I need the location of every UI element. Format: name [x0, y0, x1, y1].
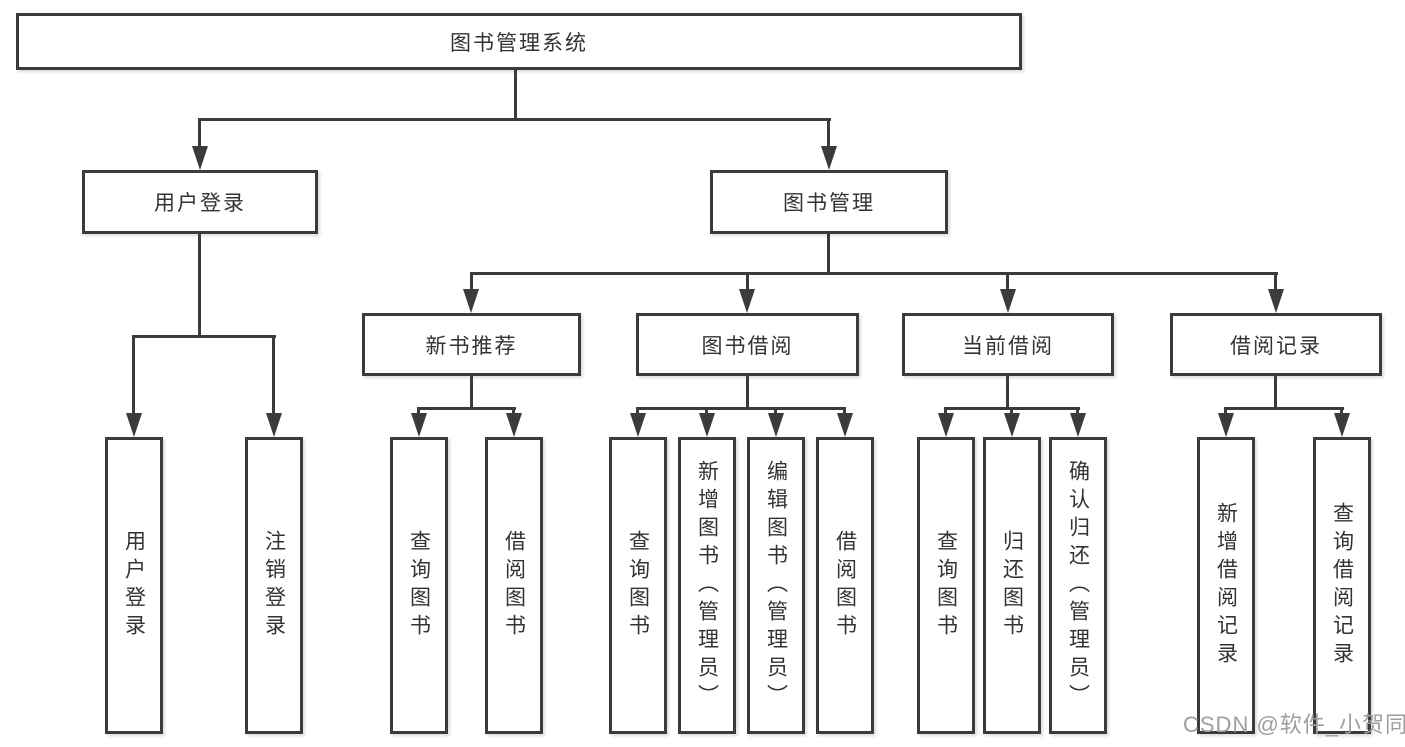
- node-current-borrow: 当前借阅: [902, 313, 1114, 376]
- connector-root-stub: [514, 70, 517, 118]
- leaf-label: 查询图书: [407, 529, 431, 642]
- arrow-down-icon: [266, 413, 282, 437]
- leaf-borrow-books: 借阅图书: [816, 437, 874, 734]
- leaf-add-borrow-record: 新增借阅记录: [1197, 437, 1255, 734]
- connector-arm: [774, 407, 777, 416]
- connector-group-stub: [1006, 376, 1009, 407]
- node-borrow-records-label: 借阅记录: [1230, 334, 1322, 358]
- arrow-down-icon: [1218, 413, 1234, 437]
- leaf-query-books-borrow: 查询图书: [609, 437, 667, 734]
- arrow-down-icon: [768, 413, 784, 437]
- leaf-label: 新增借阅记录: [1214, 501, 1238, 670]
- arrow-down-icon: [1070, 413, 1086, 437]
- connector-arm: [944, 407, 947, 416]
- connector-arm: [705, 407, 708, 416]
- connector-arm: [1006, 275, 1009, 291]
- arrow-down-icon: [126, 413, 142, 437]
- node-current-borrow-label: 当前借阅: [962, 334, 1054, 358]
- csdn-watermark: CSDN @软件_小贺同学: [1183, 712, 1405, 737]
- connector-arm: [746, 275, 749, 291]
- node-borrow-records: 借阅记录: [1170, 313, 1382, 376]
- node-book-management: 图书管理: [710, 170, 948, 234]
- leaf-label: 归还图书: [1000, 529, 1024, 642]
- leaf-user-login-label: 用户登录: [122, 529, 146, 642]
- arrow-down-icon: [821, 146, 837, 170]
- connector-book-mgmt-stub: [827, 234, 830, 272]
- leaf-label: 借阅图书: [502, 529, 526, 642]
- arrow-down-icon: [1004, 413, 1020, 437]
- leaf-label: 借阅图书: [833, 529, 857, 642]
- connector-arm: [843, 407, 846, 416]
- connector-arm: [198, 118, 201, 148]
- arrow-down-icon: [192, 146, 208, 170]
- leaf-query-books-recommend: 查询图书: [390, 437, 448, 734]
- connector-arm: [512, 407, 515, 416]
- leaf-confirm-return-admin: 确认归还（管理员）: [1049, 437, 1107, 734]
- node-book-borrow-label: 图书借阅: [701, 334, 794, 358]
- leaf-add-books-admin: 新增图书（管理员）: [678, 437, 736, 734]
- connector-arm: [132, 338, 135, 415]
- arrow-down-icon: [837, 413, 853, 437]
- node-root: 图书管理系统: [16, 13, 1022, 70]
- connector-group-stub: [470, 376, 473, 407]
- leaf-return-books: 归还图书: [983, 437, 1041, 734]
- leaf-edit-books-admin: 编辑图书（管理员）: [747, 437, 805, 734]
- connector-group-stub: [1274, 376, 1277, 407]
- connector-arm: [1076, 407, 1079, 416]
- connector-root-bar: [198, 118, 831, 121]
- node-user-login: 用户登录: [82, 170, 318, 234]
- connector-group-bar: [417, 407, 516, 410]
- leaf-logout: 注销登录: [245, 437, 303, 734]
- connector-arm: [272, 338, 275, 415]
- connector-arm: [417, 407, 420, 416]
- connector-group-bar: [636, 407, 846, 410]
- arrow-down-icon: [630, 413, 646, 437]
- connector-arm: [470, 275, 473, 291]
- node-root-label: 图书管理系统: [450, 31, 588, 55]
- connector-arm: [1010, 407, 1013, 416]
- connector-arm: [1340, 407, 1343, 416]
- node-book-borrow: 图书借阅: [636, 313, 859, 376]
- leaf-logout-label: 注销登录: [262, 529, 286, 642]
- leaf-borrow-books-recommend: 借阅图书: [485, 437, 543, 734]
- arrow-down-icon: [1334, 413, 1350, 437]
- arrow-down-icon: [739, 289, 755, 313]
- connector-group-bar: [1224, 407, 1344, 410]
- connector-book-mgmt-bar: [470, 272, 1278, 275]
- connector-arm: [1224, 407, 1227, 416]
- connector-user-login-stub: [198, 234, 201, 335]
- leaf-query-books-current: 查询图书: [917, 437, 975, 734]
- connector-arm: [827, 118, 830, 148]
- leaf-label: 查询图书: [934, 529, 958, 642]
- node-user-login-label: 用户登录: [154, 192, 246, 215]
- arrow-down-icon: [411, 413, 427, 437]
- node-new-book-recommend-label: 新书推荐: [425, 334, 518, 358]
- arrow-down-icon: [463, 289, 479, 313]
- arrow-down-icon: [1000, 289, 1016, 313]
- leaf-label: 查询借阅记录: [1330, 501, 1354, 670]
- leaf-label: 确认归还（管理员）: [1066, 459, 1090, 712]
- connector-arm: [1274, 275, 1277, 291]
- arrow-down-icon: [1268, 289, 1284, 313]
- leaf-label: 新增图书（管理员）: [695, 459, 719, 712]
- leaf-user-login: 用户登录: [105, 437, 163, 734]
- node-new-book-recommend: 新书推荐: [362, 313, 581, 376]
- connector-arm: [636, 407, 639, 416]
- arrow-down-icon: [938, 413, 954, 437]
- connector-group-stub: [746, 376, 749, 407]
- node-book-management-label: 图书管理: [783, 192, 875, 215]
- leaf-label: 编辑图书（管理员）: [764, 459, 788, 712]
- arrow-down-icon: [699, 413, 715, 437]
- connector-user-login-bar: [132, 335, 276, 338]
- leaf-query-borrow-record: 查询借阅记录: [1313, 437, 1371, 734]
- arrow-down-icon: [506, 413, 522, 437]
- leaf-label: 查询图书: [626, 529, 650, 642]
